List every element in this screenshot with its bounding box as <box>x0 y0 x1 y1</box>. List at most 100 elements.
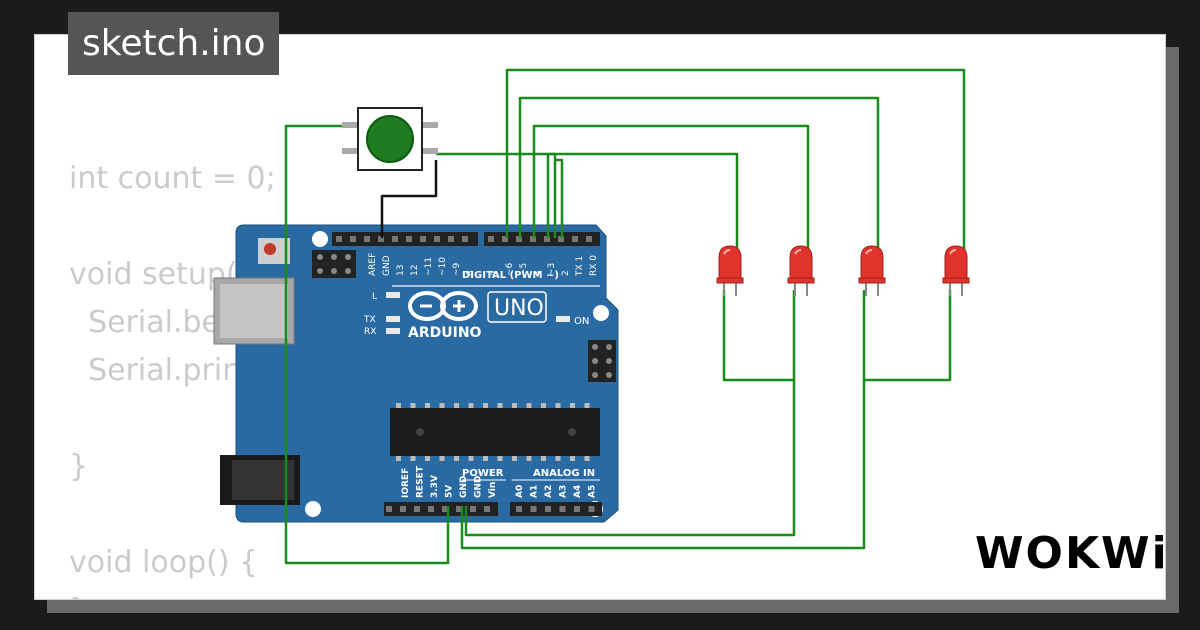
led-tx-indicator <box>386 316 400 322</box>
header-pin[interactable] <box>420 236 426 242</box>
header-pin[interactable] <box>350 236 356 242</box>
header-pin[interactable] <box>442 506 448 512</box>
wire-pin6-led3 <box>518 96 880 268</box>
header-pin[interactable] <box>558 236 564 242</box>
header-pin[interactable] <box>392 236 398 242</box>
header-pin[interactable] <box>364 236 370 242</box>
header-pin[interactable] <box>386 506 392 512</box>
header-top-pin-label: ~10 <box>438 257 448 276</box>
header-bottom-pin-label: A2 <box>544 485 554 498</box>
led-group <box>716 245 970 296</box>
header-bottom-pin-label: A5 <box>588 485 598 498</box>
header-pin[interactable] <box>516 506 522 512</box>
header-top-pin-label: 4 <box>533 270 543 276</box>
atmega-chip <box>390 408 600 456</box>
header-pin[interactable] <box>414 506 420 512</box>
reset-button-cap <box>264 243 276 255</box>
code-line: void loop() { <box>69 545 259 580</box>
wire-pin4-led1 <box>546 152 739 268</box>
pushbutton-cap <box>366 115 414 163</box>
header-pin[interactable] <box>336 236 342 242</box>
header-pin[interactable] <box>470 506 476 512</box>
header-pin[interactable] <box>530 236 536 242</box>
header-pin[interactable] <box>488 236 494 242</box>
led-on-label: ON <box>574 316 589 327</box>
led-1[interactable] <box>716 245 744 296</box>
led-l-indicator <box>386 292 400 298</box>
pushbutton[interactable] <box>342 107 438 171</box>
wire-pin2-button <box>555 158 564 238</box>
header-pin[interactable] <box>574 506 580 512</box>
header-top-pin-label: ~11 <box>424 257 434 276</box>
mount-hole <box>305 501 321 517</box>
header-top-pin-label: 13 <box>396 265 406 276</box>
header-pin[interactable] <box>502 236 508 242</box>
header-bottom-pin-label: Vin <box>488 482 498 498</box>
wokwi-logo: WOKWi <box>975 528 1169 579</box>
header-pin[interactable] <box>456 506 462 512</box>
header-pin[interactable] <box>428 506 434 512</box>
header-top-pin-label: 2 <box>561 270 571 276</box>
header-bottom-pin-label: A1 <box>530 485 540 498</box>
header-bottom-power <box>384 502 498 516</box>
icsp-header-left <box>312 250 356 278</box>
header-pin[interactable] <box>434 236 440 242</box>
header-pin[interactable] <box>586 236 592 242</box>
led-4[interactable] <box>942 245 970 296</box>
wire-led-pair-a <box>722 290 794 382</box>
mount-hole <box>312 231 328 247</box>
header-top-pin-label: GND <box>382 255 392 276</box>
header-pin[interactable] <box>544 236 550 242</box>
header-pin[interactable] <box>545 506 551 512</box>
header-pin[interactable] <box>559 506 566 512</box>
header-pin[interactable] <box>572 236 578 242</box>
power-label: POWER <box>462 468 504 479</box>
usb-port-inner <box>220 284 288 338</box>
uno-text: UNO <box>494 296 544 321</box>
header-pin[interactable] <box>462 236 468 242</box>
header-pin[interactable] <box>378 236 384 242</box>
header-top-left <box>332 232 478 246</box>
header-pin[interactable] <box>400 506 406 512</box>
arduino-logo <box>408 291 478 321</box>
led-on-indicator <box>556 316 570 322</box>
header-top-pin-label: 7 <box>491 270 501 276</box>
header-top-pin-label: ~5 <box>519 263 529 276</box>
uno-badge <box>487 291 547 323</box>
header-top-pin-label: ~3 <box>547 263 557 276</box>
arduino-logo-text: ARDUINO <box>408 325 482 341</box>
header-pin[interactable] <box>448 236 454 242</box>
header-bottom-pin-label: A4 <box>573 485 583 498</box>
code-line: } <box>69 587 418 599</box>
header-top-pin-label: AREF <box>368 253 378 276</box>
header-bottom-analog <box>510 502 602 516</box>
led-2[interactable] <box>787 245 815 296</box>
led-3[interactable] <box>858 245 886 296</box>
header-bottom-pin-label: A0 <box>515 485 525 498</box>
wire-gnd-leds-a <box>460 290 952 550</box>
header-top-pin-label: 12 <box>410 265 420 276</box>
header-top-pins <box>336 236 592 242</box>
header-top-pin-label: RX 0 <box>589 255 599 276</box>
header-pin[interactable] <box>484 506 490 512</box>
wire-pin5-led2 <box>532 124 810 268</box>
header-top-right <box>484 232 600 246</box>
led-rx-label: RX <box>364 327 376 337</box>
header-pin[interactable] <box>406 236 412 242</box>
file-name-label: sketch.ino <box>68 12 280 75</box>
header-bottom-pin-label: 5V <box>445 485 455 498</box>
wire-pin3-button <box>436 152 557 238</box>
digital-pwm-label: DIGITAL (PWM ~) <box>462 270 559 281</box>
led-rx-indicator <box>386 328 400 334</box>
code-line: } <box>69 449 89 484</box>
header-bottom-pin-label: IOREF <box>401 468 411 498</box>
header-pin[interactable] <box>530 506 537 512</box>
header-pin[interactable] <box>588 506 595 512</box>
header-pin[interactable] <box>516 236 522 242</box>
header-bottom-pin-label: RESET <box>416 465 426 498</box>
header-top-pin-label: 8 <box>466 270 476 276</box>
header-top-pin-label: ~6 <box>505 262 515 276</box>
